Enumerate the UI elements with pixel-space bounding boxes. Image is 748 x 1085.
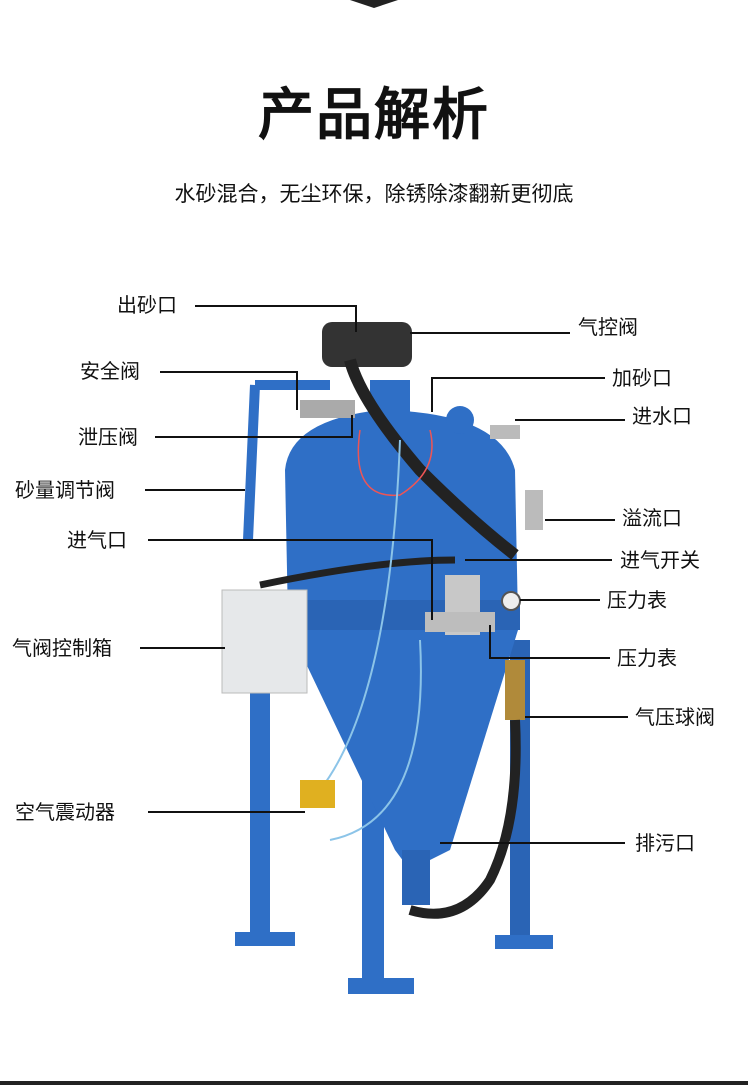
air-vibrator xyxy=(300,780,335,808)
label-relief-valve: 泄压阀 xyxy=(78,425,138,449)
label-sand-adjust-valve: 砂量调节阀 xyxy=(15,478,115,502)
label-sand-outlet: 出砂口 xyxy=(117,293,177,317)
leg-foot xyxy=(235,932,295,946)
leg-foot xyxy=(495,935,553,949)
label-drain: 排污口 xyxy=(635,831,695,855)
control-box xyxy=(221,589,308,694)
air-control-valve xyxy=(322,322,412,367)
label-sand-inlet: 加砂口 xyxy=(612,366,672,390)
label-pressure-gauge-1: 压力表 xyxy=(607,588,667,612)
leg xyxy=(250,680,270,940)
label-pressure-gauge-2: 压力表 xyxy=(617,646,677,670)
bottom-divider xyxy=(0,1081,748,1085)
label-overflow: 溢流口 xyxy=(622,506,682,530)
page-subtitle: 水砂混合，无尘环保，除锈除漆翻新更彻底 xyxy=(174,182,574,206)
leg-foot xyxy=(348,978,414,994)
label-control-box: 气阀控制箱 xyxy=(12,636,112,660)
top-decoration xyxy=(350,0,398,8)
label-water-inlet: 进水口 xyxy=(632,404,692,428)
page-title: 产品解析 xyxy=(258,83,490,148)
leader-lines xyxy=(140,305,628,844)
label-air-control-valve: 气控阀 xyxy=(578,315,638,339)
label-air-switch: 进气开关 xyxy=(620,548,700,572)
label-safety-valve: 安全阀 xyxy=(80,359,140,383)
label-ball-valve: 气压球阀 xyxy=(635,705,715,729)
label-air-vibrator: 空气震动器 xyxy=(15,800,115,824)
label-air-inlet: 进气口 xyxy=(67,528,127,552)
